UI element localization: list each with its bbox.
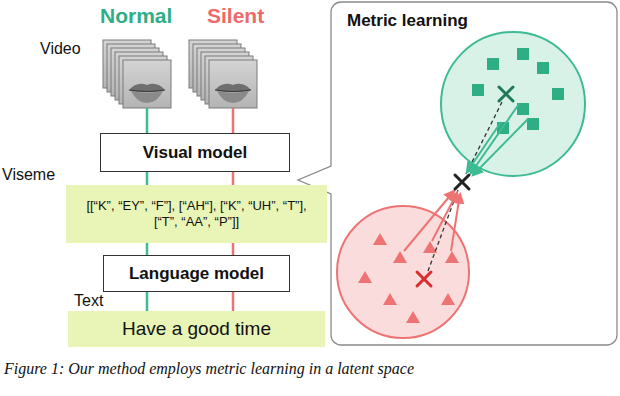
process-box: Language model: [103, 255, 290, 292]
x-mark: [417, 272, 431, 286]
video-line: [146, 108, 149, 133]
video-line: [232, 108, 235, 133]
silent-centroid: [417, 272, 431, 286]
pull-arrow: [471, 104, 519, 173]
pull-arrow: [473, 119, 528, 175]
figure-caption: Figure 1: Our method employs metric lear…: [4, 360, 414, 378]
normal-centroid: [499, 87, 513, 101]
column-heading: Normal: [100, 4, 172, 28]
process-box: Visual model: [100, 133, 290, 172]
node-text: Visual model: [143, 142, 248, 163]
viseme-band: [[“K”, “EY”, “F”], [“AH“], [“K”, “UH”, “…: [66, 185, 327, 243]
connector: [146, 243, 149, 255]
pull-arrow: [451, 194, 460, 251]
data-triangle: [445, 251, 459, 263]
normal-points: [472, 48, 564, 134]
data-square: [472, 84, 484, 96]
data-triangle: [406, 311, 420, 323]
node-text: Have a good time: [122, 317, 271, 341]
row-label: Video: [40, 40, 81, 58]
data-square: [517, 48, 529, 60]
shared-centroid: [455, 175, 469, 189]
data-square: [552, 88, 564, 100]
x-mark: [499, 87, 513, 101]
connector: [232, 172, 235, 185]
connector: [146, 292, 149, 311]
data-triangle: [393, 251, 407, 263]
data-square: [527, 118, 539, 130]
row-label: Text: [74, 292, 103, 310]
node-text: [[“K”, “EY”, “F”], [“AH“], [“K”, “UH”, “…: [76, 198, 317, 231]
pull-arrows: [467, 104, 528, 175]
pull-arrow: [404, 191, 454, 251]
output-band: Have a good time: [68, 311, 325, 347]
column-heading: Silent: [207, 4, 264, 28]
panel-title: Metric learning: [347, 10, 601, 31]
metric-panel: Metric learning: [331, 2, 617, 345]
pull-arrows: [404, 191, 460, 251]
x-mark: [455, 175, 469, 189]
row-label: Viseme: [2, 166, 55, 184]
data-triangle: [383, 293, 397, 305]
x-mark: [417, 272, 431, 286]
connector: [232, 292, 235, 311]
silent-video-stack: [189, 40, 257, 108]
data-triangle: [423, 241, 437, 253]
connector: [232, 243, 235, 255]
connector: [146, 172, 149, 185]
normal-video-stack: [103, 40, 171, 108]
x-mark: [455, 175, 469, 189]
data-triangle: [358, 271, 372, 283]
video-frame: [123, 60, 171, 108]
data-triangle: [373, 233, 387, 245]
silent-cluster: [337, 206, 469, 338]
data-square: [537, 62, 549, 74]
data-triangle: [441, 293, 455, 305]
normal-cluster: [441, 32, 585, 176]
video-frame: [209, 60, 257, 108]
node-text: Language model: [129, 263, 264, 284]
panel-outline: [298, 2, 617, 345]
x-mark: [499, 87, 513, 101]
data-square: [487, 58, 499, 70]
